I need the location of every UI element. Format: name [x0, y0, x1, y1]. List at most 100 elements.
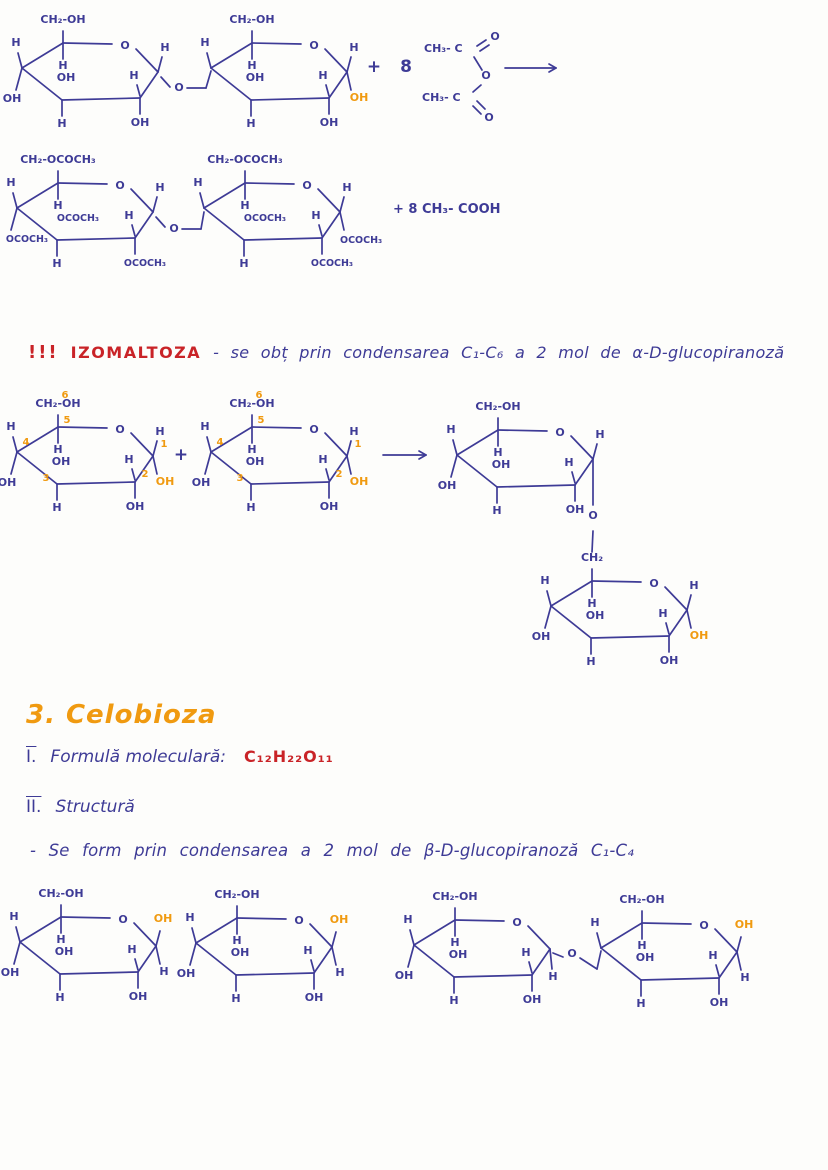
atom-label: OH	[532, 630, 551, 643]
bond-line	[413, 919, 456, 946]
bond-line	[596, 932, 602, 949]
atom-label: H	[52, 501, 61, 514]
bond-line	[16, 426, 59, 453]
bond-line	[189, 942, 197, 966]
atom-label: H	[6, 176, 15, 189]
roman-numeral-2: II.	[26, 797, 42, 817]
bond-line	[17, 52, 23, 69]
ring-oxygen-label: O	[512, 916, 521, 929]
bond-line	[210, 42, 253, 69]
ring-oxygen-label: O	[115, 179, 124, 192]
bond-line	[665, 622, 670, 635]
atom-label: H	[124, 453, 133, 466]
glycosidic-bridges: O O O	[155, 70, 602, 970]
bond-line	[527, 925, 551, 950]
bond-line	[160, 76, 171, 88]
c6-substituent-label: CH₂-OH	[38, 887, 83, 900]
atom-label: OH	[1, 966, 20, 979]
atom-label: OCOCH₃	[340, 235, 382, 246]
atom-label: H	[449, 994, 458, 1007]
atom-label: OCOCH₃	[311, 258, 353, 269]
atom-label: H	[246, 117, 255, 130]
bond-line	[346, 440, 352, 457]
bond-line	[571, 471, 576, 484]
c6-substituent-label: CH₂-OH	[229, 13, 274, 26]
atom-label: H	[58, 59, 67, 72]
bond-line	[339, 196, 345, 213]
bond-line	[328, 455, 348, 483]
bond-line	[407, 944, 415, 968]
bond-line	[57, 182, 108, 185]
bond-line	[250, 481, 330, 485]
bond-line	[346, 56, 352, 73]
bond-line	[453, 974, 533, 978]
bond-line	[12, 436, 18, 453]
atom-label: H	[708, 949, 717, 962]
bond-line	[135, 48, 159, 73]
atom-label: H	[311, 209, 320, 222]
bond-line	[452, 439, 458, 456]
bond-line	[133, 922, 157, 947]
atom-label: H	[53, 443, 62, 456]
atom-label: OH	[395, 969, 414, 982]
bond-line	[152, 440, 158, 457]
atom-label: H	[200, 36, 209, 49]
bond-line	[203, 207, 245, 241]
atom-label: H	[239, 257, 248, 270]
roman-numeral-1: I.	[26, 747, 37, 767]
section-number: 3.	[26, 700, 56, 730]
atom-label: OH	[523, 993, 542, 1006]
attention-marks: !!!	[28, 342, 59, 363]
bridge-o-label: O	[174, 81, 183, 94]
atom-label: H	[52, 257, 61, 270]
bond-line	[346, 455, 352, 475]
bond-line	[61, 97, 141, 101]
ring-oxygen-label: O	[309, 423, 318, 436]
bond-line	[548, 63, 557, 69]
atom-label: H	[200, 420, 209, 433]
bond-line	[251, 426, 302, 429]
anomeric-oh-label: OH	[350, 475, 369, 488]
atom-label: H	[548, 970, 557, 983]
celobioza-heading: 3. Celobioza	[26, 700, 217, 730]
ring-oxygen-label: O	[302, 179, 311, 192]
bond-line	[549, 948, 553, 970]
ring-oxygen-label: O	[120, 39, 129, 52]
atom-label: H	[129, 69, 138, 82]
bond-line	[531, 948, 551, 976]
atom-label: H	[185, 911, 194, 924]
carbon-number-label: 6	[256, 390, 263, 401]
atom-label: OH	[3, 92, 22, 105]
atom-label: H	[127, 943, 136, 956]
bond-line	[206, 436, 212, 453]
bond-line	[318, 224, 323, 237]
bond-line	[472, 105, 482, 115]
bond-line	[714, 928, 738, 953]
atom-label: H	[590, 916, 599, 929]
atom-label: H	[658, 607, 667, 620]
atom-label: H	[342, 181, 351, 194]
bond-line	[324, 432, 348, 457]
atom-label: H	[492, 504, 501, 517]
atom-label: OH	[438, 479, 457, 492]
atom-label: H	[159, 965, 168, 978]
bond-line	[591, 530, 594, 553]
bond-line	[497, 429, 548, 432]
atom-label: H	[493, 446, 502, 459]
atom-label: O	[484, 111, 493, 124]
atom-label: H	[53, 199, 62, 212]
bond-line	[664, 586, 688, 611]
bond-line	[13, 941, 21, 965]
atom-label: OCOCH₃	[57, 213, 99, 224]
carbon-number-label: 2	[142, 469, 149, 480]
atom-label: OH	[586, 609, 605, 622]
bond-line	[686, 609, 692, 629]
bond-line	[313, 946, 333, 974]
atom-label: H	[155, 181, 164, 194]
c6-substituent-label: CH₂-OH	[432, 890, 477, 903]
